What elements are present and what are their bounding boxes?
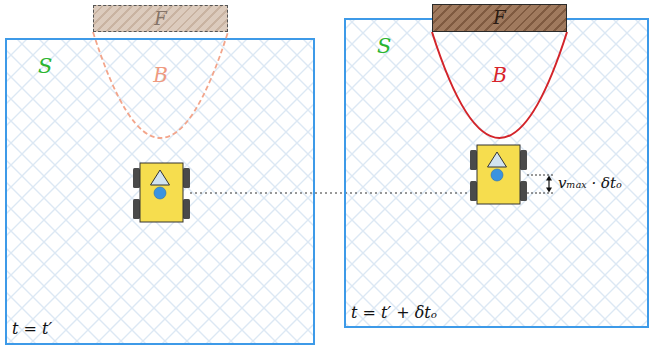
parabola-outline bbox=[93, 32, 228, 138]
obstacle-box: F bbox=[432, 4, 567, 32]
braking-label: B bbox=[492, 65, 507, 85]
parabola-curve bbox=[432, 32, 567, 138]
safe-region: St = t′ + δtₒ B bbox=[344, 18, 649, 328]
braking-region: B bbox=[93, 32, 228, 138]
dimension-extension bbox=[527, 193, 555, 194]
obstacle-label: F bbox=[154, 10, 167, 28]
parabola-curve bbox=[93, 32, 228, 138]
braking-label: B bbox=[153, 65, 168, 85]
robot-icon bbox=[470, 145, 527, 204]
hatch-ground bbox=[345, 19, 649, 327]
safe-region: St = t′ B bbox=[5, 38, 315, 345]
obstacle-label: F bbox=[493, 9, 506, 27]
time-label: t = t′ + δtₒ bbox=[351, 305, 437, 321]
region-label: S bbox=[377, 36, 391, 57]
robot-icon bbox=[133, 163, 190, 222]
arrow-head bbox=[546, 176, 552, 181]
time-label: t = t′ bbox=[12, 321, 52, 337]
arrow-head bbox=[546, 188, 552, 193]
braking-region: B bbox=[432, 32, 567, 138]
region-label: S bbox=[38, 56, 52, 77]
dimension-extension bbox=[527, 175, 555, 176]
dimension-label: vₘₐₓ · δtₒ bbox=[558, 176, 622, 191]
reference-line bbox=[190, 193, 470, 194]
parabola-outline bbox=[432, 32, 567, 138]
obstacle-box: F bbox=[93, 5, 228, 32]
hatch-ground bbox=[6, 39, 314, 344]
